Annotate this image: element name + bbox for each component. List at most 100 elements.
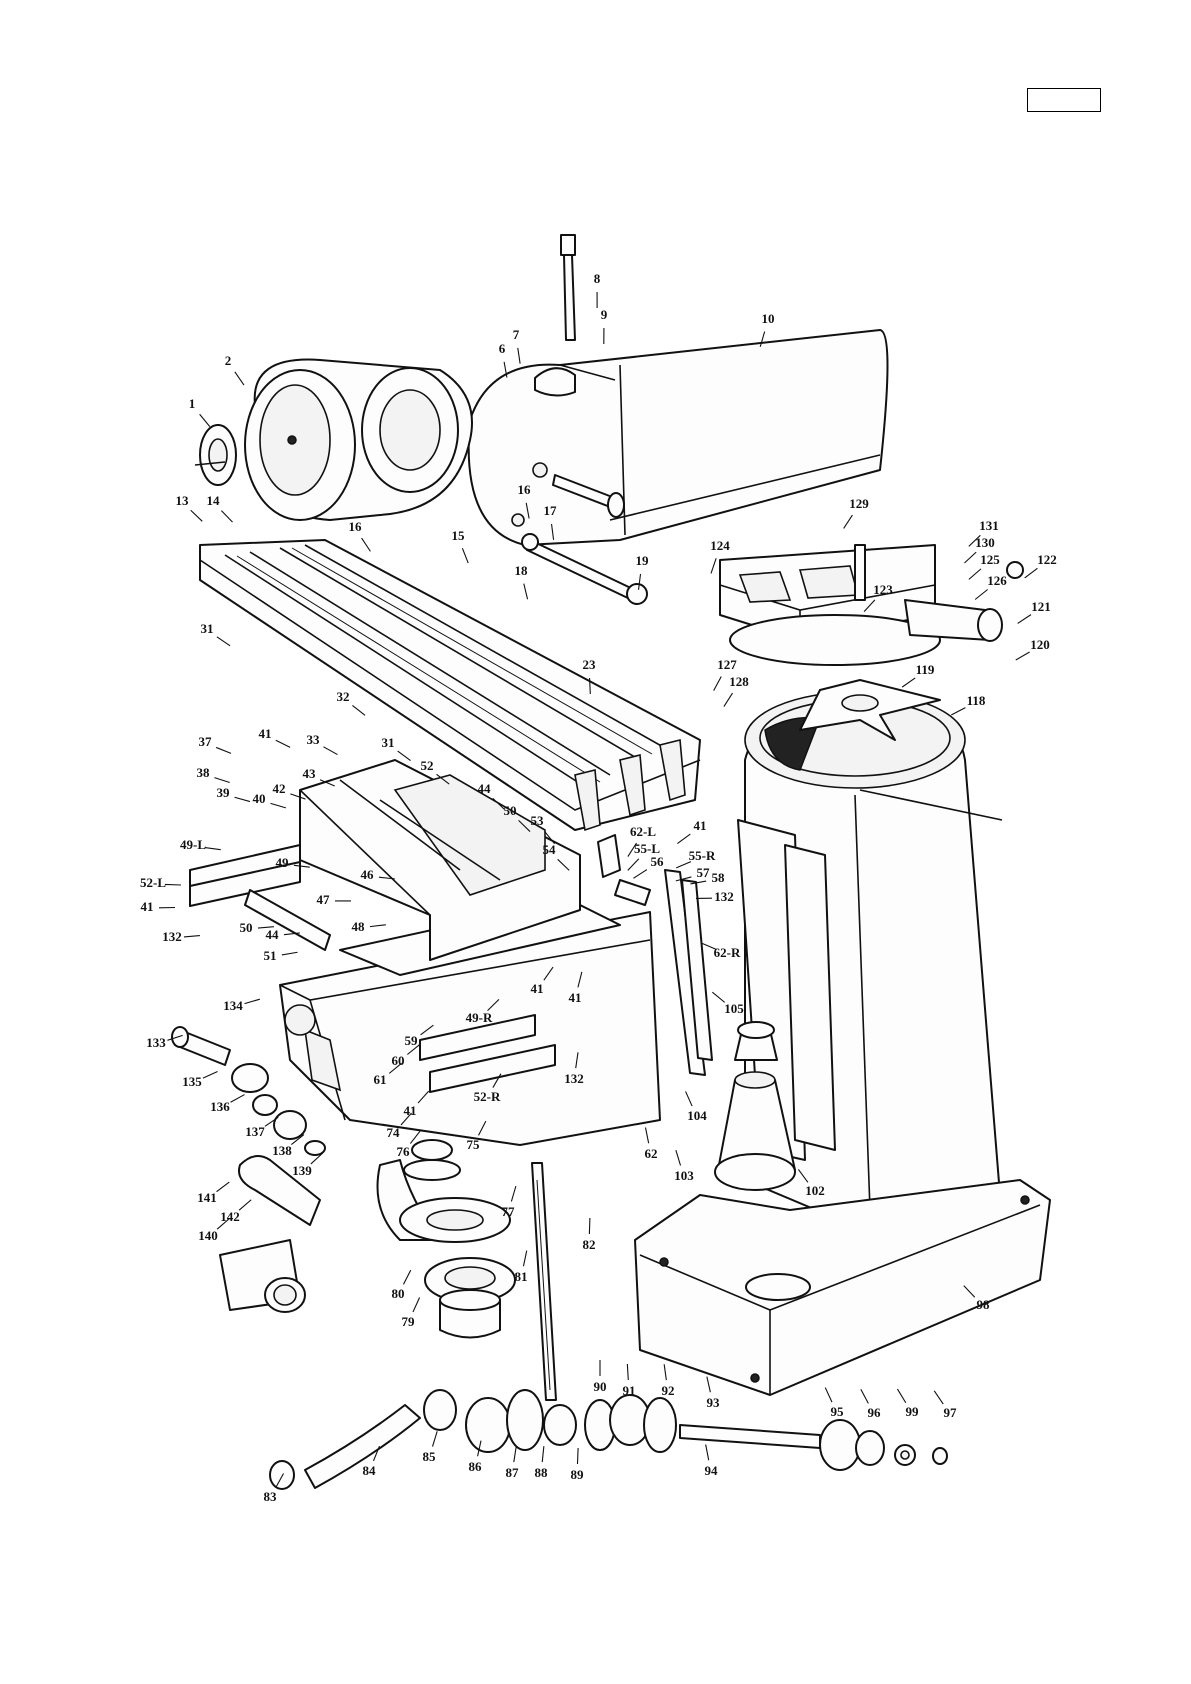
leader-line bbox=[220, 510, 233, 523]
leader-line bbox=[397, 750, 411, 762]
callout-label: 104 bbox=[687, 1108, 707, 1123]
leader-line bbox=[633, 869, 648, 879]
leader-line bbox=[759, 331, 766, 348]
leader-line bbox=[706, 1376, 711, 1393]
callout-label: 47 bbox=[317, 892, 331, 907]
crank-shaft-assembly bbox=[269, 1389, 948, 1490]
callout-label: 53 bbox=[531, 813, 545, 828]
leader-line bbox=[901, 677, 916, 688]
callout-label: 90 bbox=[594, 1379, 607, 1394]
callout-label: 74 bbox=[387, 1125, 401, 1140]
leader-line bbox=[712, 991, 726, 1003]
leader-line bbox=[705, 1444, 710, 1461]
leader-line bbox=[824, 1387, 833, 1403]
callout-label: 41 bbox=[694, 818, 707, 833]
callout-label: 10 bbox=[762, 311, 775, 326]
callout-label: 1 bbox=[189, 396, 196, 411]
callout-label: 40 bbox=[253, 791, 266, 806]
leader-line bbox=[675, 876, 692, 882]
callout-label: 59 bbox=[405, 1033, 419, 1048]
callout-label: 18 bbox=[515, 563, 529, 578]
callout-label: 102 bbox=[805, 1183, 825, 1198]
callout-label: 130 bbox=[975, 535, 995, 550]
turret-assembly bbox=[719, 544, 1024, 741]
leader-line bbox=[896, 1388, 907, 1404]
leader-line bbox=[291, 1134, 305, 1145]
leader-line bbox=[510, 1185, 517, 1202]
leader-line bbox=[275, 1473, 285, 1488]
callout-label: 89 bbox=[571, 1467, 585, 1482]
leader-line bbox=[723, 692, 733, 707]
callout-label: 50 bbox=[240, 920, 253, 935]
callout-label: 132 bbox=[564, 1071, 584, 1086]
leader-line bbox=[964, 551, 977, 564]
leader-line bbox=[204, 847, 221, 851]
leader-line bbox=[974, 589, 988, 600]
leader-line bbox=[190, 509, 203, 522]
callout-label: 119 bbox=[916, 662, 935, 677]
callout-label: 133 bbox=[146, 1035, 166, 1050]
leader-line bbox=[275, 739, 291, 748]
callout-label: 55-L bbox=[634, 841, 660, 856]
leader-line bbox=[412, 1297, 421, 1313]
callout-label: 61 bbox=[374, 1072, 387, 1087]
callout-label: 60 bbox=[392, 1053, 405, 1068]
leader-line bbox=[264, 1116, 279, 1127]
callout-label: 85 bbox=[423, 1449, 437, 1464]
callout-label: 140 bbox=[198, 1228, 218, 1243]
callout-label: 138 bbox=[272, 1143, 292, 1158]
callout-label: 131 bbox=[979, 518, 999, 533]
callout-label: 57 bbox=[697, 865, 711, 880]
callout-label: 44 bbox=[266, 927, 280, 942]
callout-label: 49-R bbox=[466, 1010, 493, 1025]
callout-label: 13 bbox=[176, 493, 190, 508]
head-housing-2 bbox=[244, 358, 473, 521]
callout-label: 48 bbox=[352, 919, 366, 934]
leader-line bbox=[701, 942, 717, 950]
callout-label: 41 bbox=[569, 990, 582, 1005]
callout-label: 92 bbox=[662, 1383, 675, 1398]
leader-line bbox=[361, 537, 371, 552]
callout-label: 126 bbox=[987, 573, 1007, 588]
leader-line bbox=[369, 924, 386, 928]
leader-line bbox=[293, 864, 310, 868]
page-number-box bbox=[1027, 88, 1101, 112]
callout-label: 93 bbox=[707, 1395, 721, 1410]
callout-label: 84 bbox=[363, 1463, 377, 1478]
callout-label: 44 bbox=[478, 781, 492, 796]
leader-line bbox=[492, 797, 505, 810]
leader-line bbox=[372, 1445, 380, 1462]
callout-label: 132 bbox=[714, 889, 734, 904]
callout-label: 32 bbox=[337, 689, 350, 704]
leader-line bbox=[557, 858, 570, 871]
callout-label: 97 bbox=[944, 1405, 958, 1420]
leader-line bbox=[420, 1024, 434, 1036]
leader-lines bbox=[158, 291, 1038, 1488]
callout-label: 79 bbox=[402, 1314, 416, 1329]
leader-line bbox=[675, 861, 692, 869]
feed-parts-left bbox=[171, 1026, 326, 1313]
callout-label: 135 bbox=[182, 1074, 202, 1089]
table-23 bbox=[199, 539, 701, 832]
callout-label: 31 bbox=[382, 735, 395, 750]
leader-line bbox=[627, 842, 637, 857]
leader-line bbox=[677, 833, 691, 844]
callout-label: 123 bbox=[873, 582, 893, 597]
callout-label: 129 bbox=[849, 496, 869, 511]
callout-label: 19 bbox=[636, 553, 650, 568]
callout-label: 31 bbox=[201, 621, 214, 636]
elevating-screw-103 bbox=[714, 1021, 796, 1191]
callout-label: 122 bbox=[1037, 552, 1057, 567]
leader-line bbox=[409, 1130, 421, 1144]
callout-label: 137 bbox=[245, 1124, 265, 1139]
leader-line bbox=[1015, 651, 1030, 661]
callout-label: 56 bbox=[651, 854, 665, 869]
leader-line bbox=[685, 1091, 693, 1107]
leader-line bbox=[513, 1446, 517, 1463]
leader-line bbox=[588, 1217, 591, 1235]
leader-line bbox=[663, 1364, 667, 1381]
callout-label: 139 bbox=[292, 1163, 312, 1178]
leader-line bbox=[238, 1199, 252, 1211]
leader-line bbox=[575, 1052, 579, 1069]
